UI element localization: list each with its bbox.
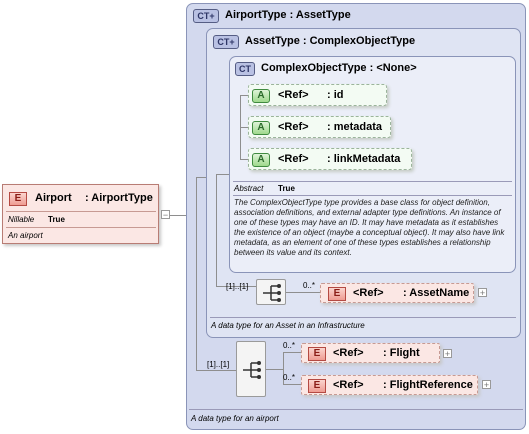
- element-ref: <Ref>: [333, 347, 364, 359]
- connector: [283, 352, 284, 384]
- attribute-metadata[interactable]: A <Ref> : metadata: [248, 116, 391, 138]
- attribute-badge: A: [252, 121, 270, 135]
- element-asset-name[interactable]: E <Ref> : AssetName: [320, 283, 474, 303]
- root-collapse-toggle[interactable]: −: [161, 210, 170, 220]
- connector: [286, 292, 320, 293]
- complex-type-badge: CT+: [213, 35, 239, 49]
- divider: [233, 195, 512, 196]
- element-name: : FlightReference: [383, 379, 473, 391]
- element-flight[interactable]: E <Ref> : Flight: [301, 343, 440, 363]
- divider: [233, 181, 512, 182]
- root-element-type: : AirportType: [85, 192, 153, 204]
- expand-toggle[interactable]: +: [443, 349, 452, 359]
- connector: [240, 95, 248, 96]
- attribute-ref: <Ref>: [278, 153, 309, 165]
- sequence-multiplicity: [1]..[1]: [207, 360, 230, 369]
- sequence-compositor-icon[interactable]: [236, 341, 266, 397]
- divider: [210, 317, 516, 318]
- connector: [196, 370, 251, 371]
- connector: [283, 352, 301, 353]
- root-divider-2: [6, 227, 156, 228]
- asset-type-doc: A data type for an Asset in an Infrastru…: [211, 321, 365, 330]
- complex-object-type-panel: CT ComplexObjectType : <None> A <Ref> : …: [229, 56, 516, 273]
- element-ref: <Ref>: [333, 379, 364, 391]
- connector: [196, 177, 197, 370]
- element-badge: E: [328, 287, 346, 301]
- expand-toggle[interactable]: +: [482, 380, 491, 390]
- root-element-box[interactable]: E Airport : AirportType Nillable True An…: [2, 184, 159, 244]
- divider: [189, 409, 523, 410]
- nillable-label: Nillable: [8, 215, 35, 224]
- attribute-name: : metadata: [327, 121, 383, 133]
- connector: [196, 177, 212, 178]
- complex-object-type-doc: The ComplexObjectType type provides a ba…: [234, 198, 505, 257]
- attribute-name: : id: [327, 89, 344, 101]
- airport-type-doc: A data type for an airport: [191, 414, 279, 423]
- attribute-name: : linkMetadata: [327, 153, 401, 165]
- connector: [240, 159, 248, 160]
- connector: [216, 174, 217, 286]
- nillable-value: True: [48, 215, 65, 224]
- element-multiplicity: 0..*: [303, 281, 316, 290]
- root-divider-1: [6, 211, 156, 212]
- complex-object-type-title: ComplexObjectType : <None>: [261, 62, 417, 74]
- attribute-badge: A: [252, 89, 270, 103]
- attribute-id[interactable]: A <Ref> : id: [248, 84, 387, 106]
- attribute-badge: A: [252, 153, 270, 167]
- airport-type-panel: CT+ AirportType : AssetType CT+ AssetTyp…: [186, 3, 526, 430]
- element-badge: E: [9, 192, 27, 206]
- attribute-ref: <Ref>: [278, 89, 309, 101]
- element-multiplicity: 0..*: [283, 373, 296, 382]
- element-badge: E: [308, 379, 326, 393]
- abstract-value: True: [278, 184, 295, 193]
- connector: [216, 174, 231, 175]
- sequence-multiplicity: [1]..[1]: [226, 282, 249, 291]
- complex-type-badge: CT: [235, 62, 255, 76]
- root-element-name: Airport: [35, 192, 72, 204]
- connector: [266, 369, 283, 370]
- element-multiplicity: 0..*: [283, 341, 296, 350]
- abstract-label: Abstract: [234, 184, 264, 193]
- connector: [170, 215, 186, 216]
- element-flight-reference[interactable]: E <Ref> : FlightReference: [301, 375, 478, 395]
- complex-type-badge: CT+: [193, 9, 219, 23]
- connector: [283, 384, 301, 385]
- airport-type-title: AirportType : AssetType: [225, 9, 351, 21]
- attribute-ref: <Ref>: [278, 121, 309, 133]
- element-badge: E: [308, 347, 326, 361]
- connector: [216, 286, 256, 287]
- element-name: : AssetName: [403, 287, 470, 299]
- asset-type-title: AssetType : ComplexObjectType: [245, 35, 416, 47]
- root-element-doc: An airport: [8, 231, 43, 240]
- element-ref: <Ref>: [353, 287, 384, 299]
- attribute-link-metadata[interactable]: A <Ref> : linkMetadata: [248, 148, 412, 170]
- sequence-compositor-icon[interactable]: [256, 279, 286, 305]
- expand-toggle[interactable]: +: [478, 288, 487, 298]
- asset-type-panel: CT+ AssetType : ComplexObjectType CT Com…: [206, 28, 521, 338]
- connector: [240, 127, 248, 128]
- element-name: : Flight: [383, 347, 420, 359]
